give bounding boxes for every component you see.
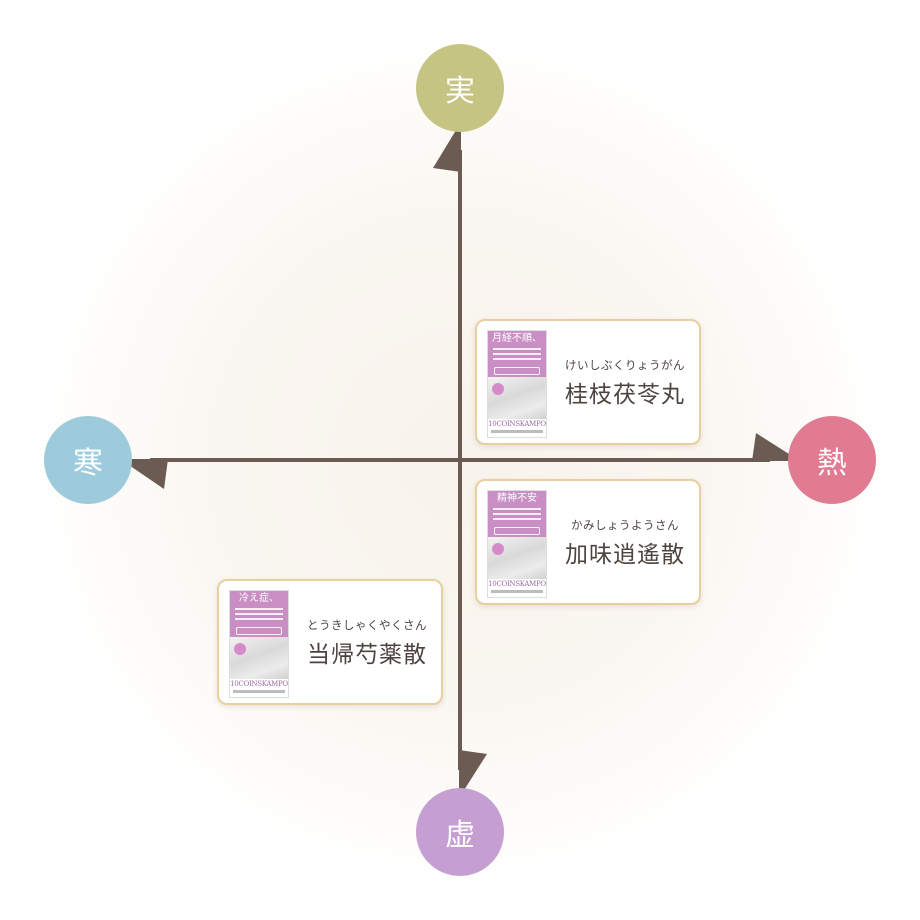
pole-label: 熱 [817, 446, 847, 481]
pole-kan: 寒 [44, 416, 132, 504]
pole-jitsu: 実 [416, 44, 504, 132]
package-badge-icon [234, 643, 246, 655]
pole-label: 実 [445, 74, 475, 109]
package-brand: 10COINSKAMPO [488, 580, 546, 588]
arrow-down-icon [459, 750, 487, 798]
arrow-up-icon [433, 122, 461, 172]
product-name: 当帰芍薬散 [307, 642, 427, 668]
product-package-image: 冷え症、 10COINSKAMPO [229, 590, 289, 698]
pole-netsu: 熱 [788, 416, 876, 504]
product-package-image: 月経不順、 10COINSKAMPO [487, 330, 547, 438]
package-badge-icon [492, 543, 504, 555]
package-brand: 10COINSKAMPO [230, 680, 288, 688]
pole-label: 寒 [73, 446, 103, 481]
product-name: 桂枝茯苓丸 [565, 382, 685, 408]
package-headline: 精神不安 [497, 493, 537, 504]
arrow-left-icon [120, 459, 168, 489]
product-card-keishibukuryogan[interactable]: 月経不順、 10COINSKAMPO けいしぶくりょうがん 桂枝茯苓丸 [475, 319, 701, 445]
product-reading: かみしょうようさん [571, 518, 679, 532]
pole-label: 虚 [445, 818, 475, 853]
package-brand: 10COINSKAMPO [488, 420, 546, 428]
package-headline: 月経不順、 [492, 333, 542, 344]
product-name: 加味逍遙散 [565, 542, 685, 568]
product-card-tokishakuyakusan[interactable]: 冷え症、 10COINSKAMPO とうきしゃくやくさん 当帰芍薬散 [217, 579, 443, 705]
product-reading: けいしぶくりょうがん [565, 358, 685, 372]
pole-kyo: 虚 [416, 788, 504, 876]
package-badge-icon [492, 383, 504, 395]
product-reading: とうきしゃくやくさん [307, 618, 427, 632]
product-package-image: 精神不安 10COINSKAMPO [487, 490, 547, 598]
product-card-kamishoyosan[interactable]: 精神不安 10COINSKAMPO かみしょうようさん 加味逍遙散 [475, 479, 701, 605]
package-headline: 冷え症、 [239, 593, 279, 604]
